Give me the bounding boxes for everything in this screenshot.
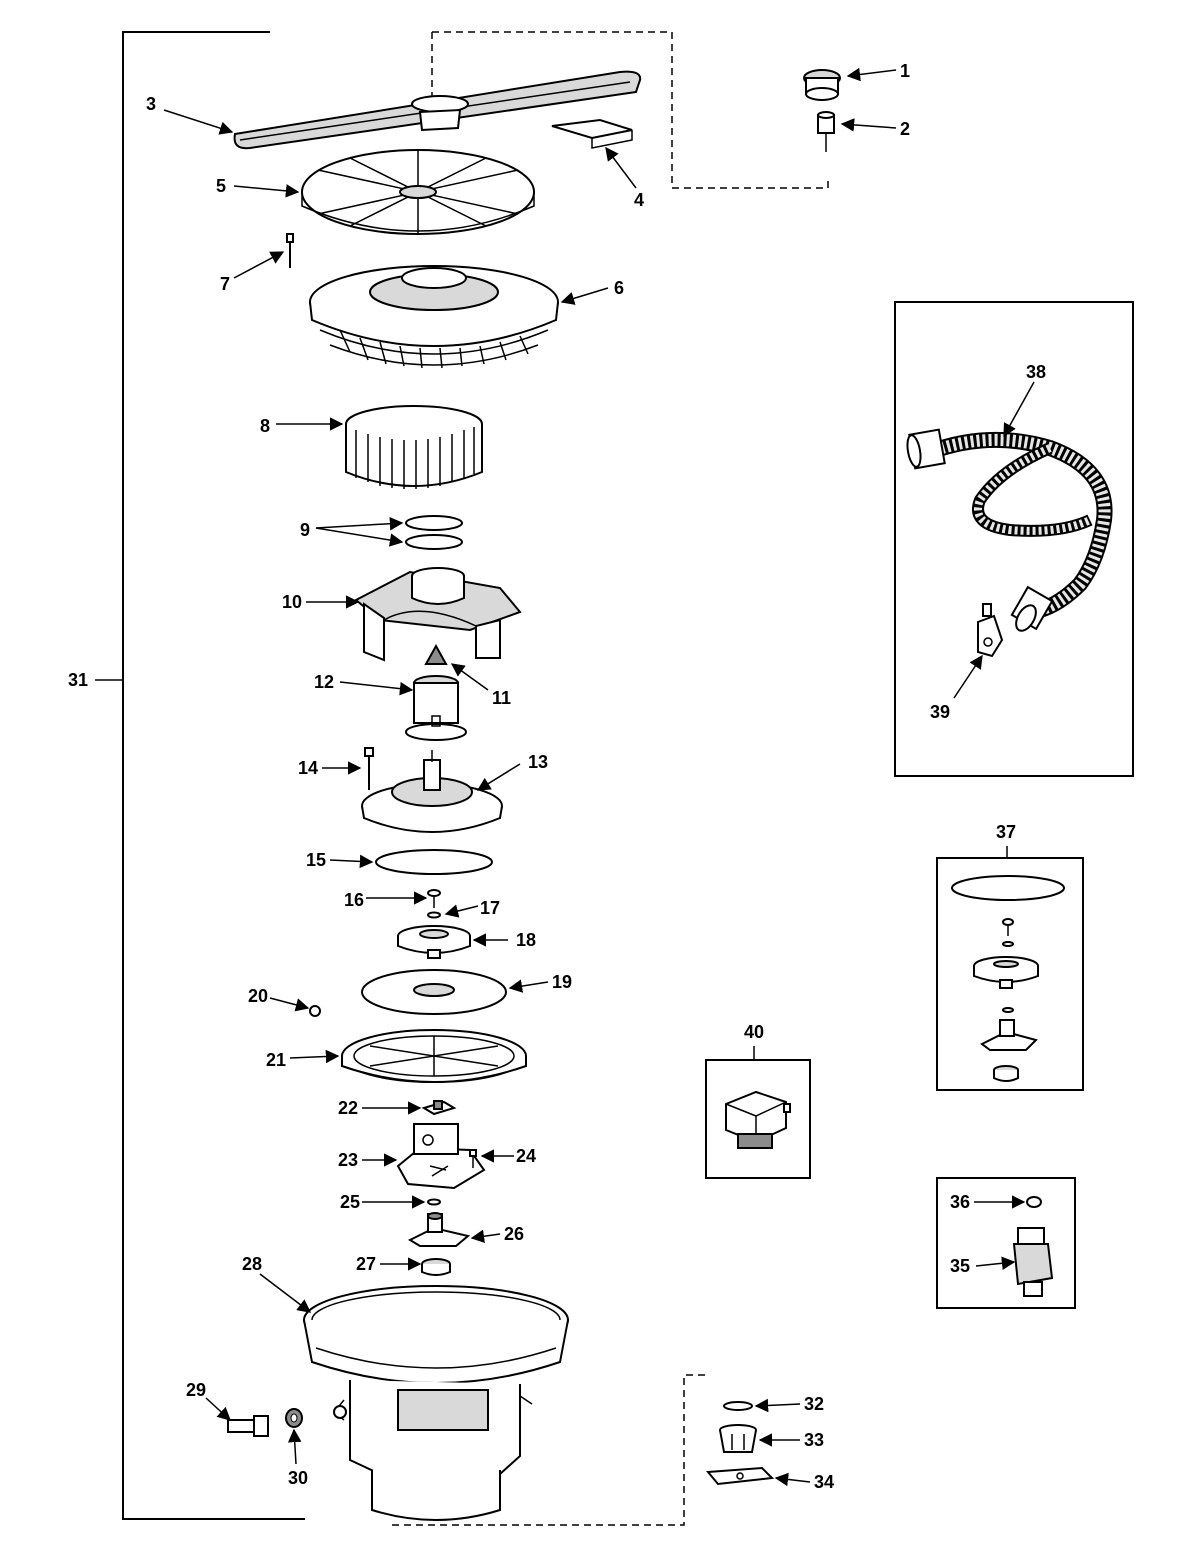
callout-19: 19 <box>552 972 572 992</box>
part-7-screw <box>286 233 294 268</box>
part-33-valve <box>719 1424 757 1453</box>
part-32-oring <box>723 1401 753 1411</box>
callout-39: 39 <box>930 702 950 722</box>
part-38-hose-end-bottom <box>1010 585 1054 632</box>
callout-3: 3 <box>146 94 156 114</box>
part-24-screw <box>469 1149 477 1168</box>
part-29-fitting <box>227 1415 269 1437</box>
part-3-spray-arm <box>233 70 642 150</box>
part-5-filter-cover <box>301 149 535 235</box>
callout-11: 11 <box>492 688 511 708</box>
part-36-oring <box>1026 1196 1042 1208</box>
part-11-cone <box>424 643 448 665</box>
callout-30: 30 <box>288 1468 308 1488</box>
callout-23: 23 <box>338 1150 358 1170</box>
callout-27: 27 <box>356 1254 376 1274</box>
callout-18: 18 <box>516 930 536 950</box>
leader-lines <box>163 67 1035 1487</box>
callout-14: 14 <box>298 758 318 778</box>
part-38-hose-end-top <box>906 428 946 470</box>
callout-25: 25 <box>340 1192 360 1212</box>
callout-29: 29 <box>186 1380 206 1400</box>
callout-31: 31 <box>68 670 88 690</box>
callout-7: 7 <box>220 274 230 294</box>
callout-4: 4 <box>634 190 644 210</box>
part-14-screw <box>364 747 374 790</box>
callout-26: 26 <box>504 1224 524 1244</box>
part-21-frame <box>341 1029 527 1083</box>
callout-28: 28 <box>242 1254 262 1274</box>
part-26-chopper <box>407 1212 471 1247</box>
callout-21: 21 <box>266 1050 286 1070</box>
callout-5: 5 <box>216 176 226 196</box>
dashed-group-bottom <box>392 1374 710 1526</box>
part-30-grommet <box>285 1408 303 1428</box>
part-8-screen <box>345 405 483 489</box>
part-2-pin <box>817 111 835 152</box>
assembly-bracket-31 <box>95 31 305 1520</box>
part-19-plate <box>361 969 507 1015</box>
callout-32: 32 <box>804 1394 824 1414</box>
callout-16: 16 <box>344 890 364 910</box>
part-27-seal <box>421 1258 451 1276</box>
part-35-sensor <box>1012 1227 1054 1297</box>
part-25-washer <box>427 1198 441 1206</box>
part-4-bracket <box>551 118 633 149</box>
part-10-manifold <box>354 567 522 662</box>
callout-34: 34 <box>814 1472 834 1492</box>
callout-15: 15 <box>306 850 326 870</box>
callout-37: 37 <box>996 822 1016 842</box>
callout-10: 10 <box>282 592 302 612</box>
part-18-impeller <box>397 925 471 959</box>
callout-8: 8 <box>260 416 270 436</box>
part-13-pump-housing <box>361 750 503 833</box>
callout-9: 9 <box>300 520 310 540</box>
callout-40: 40 <box>744 1022 764 1042</box>
part-39-clamp <box>977 603 1004 658</box>
callout-13: 13 <box>528 752 548 772</box>
callout-1: 1 <box>900 61 910 81</box>
part-34-bracket <box>705 1466 775 1486</box>
part-1-cap <box>803 69 841 101</box>
callout-labels: 1 2 3 4 5 6 7 8 9 10 11 12 13 14 15 16 1… <box>68 61 1046 1492</box>
part-9-rings <box>405 515 463 550</box>
part-40-switch <box>725 1090 791 1149</box>
part-12-coupling <box>405 675 467 741</box>
part-17-washer <box>427 911 441 919</box>
callout-17: 17 <box>480 898 500 918</box>
part-16-screw <box>427 889 441 908</box>
dashed-group-top <box>431 31 829 189</box>
part-20-ball <box>309 1005 321 1017</box>
part-22-clip <box>421 1100 457 1116</box>
callout-2: 2 <box>900 119 910 139</box>
part-23-cover-plate <box>396 1123 486 1190</box>
part-15-oring <box>375 849 493 875</box>
callout-36: 36 <box>950 1192 970 1212</box>
callout-12: 12 <box>314 672 334 692</box>
callout-24: 24 <box>516 1146 536 1166</box>
hose-kit-box <box>894 301 1134 777</box>
callout-38: 38 <box>1026 362 1046 382</box>
callout-20: 20 <box>248 986 268 1006</box>
sensor-box-35-36 <box>936 1177 1076 1309</box>
callout-22: 22 <box>338 1098 358 1118</box>
callout-6: 6 <box>614 278 624 298</box>
callout-35: 35 <box>950 1256 970 1276</box>
pump-kit-box-37 <box>936 846 1084 1091</box>
callout-33: 33 <box>804 1430 824 1450</box>
part-40-box <box>705 1046 811 1179</box>
part-28-sump <box>303 1285 569 1521</box>
part-6-housing <box>309 265 559 369</box>
